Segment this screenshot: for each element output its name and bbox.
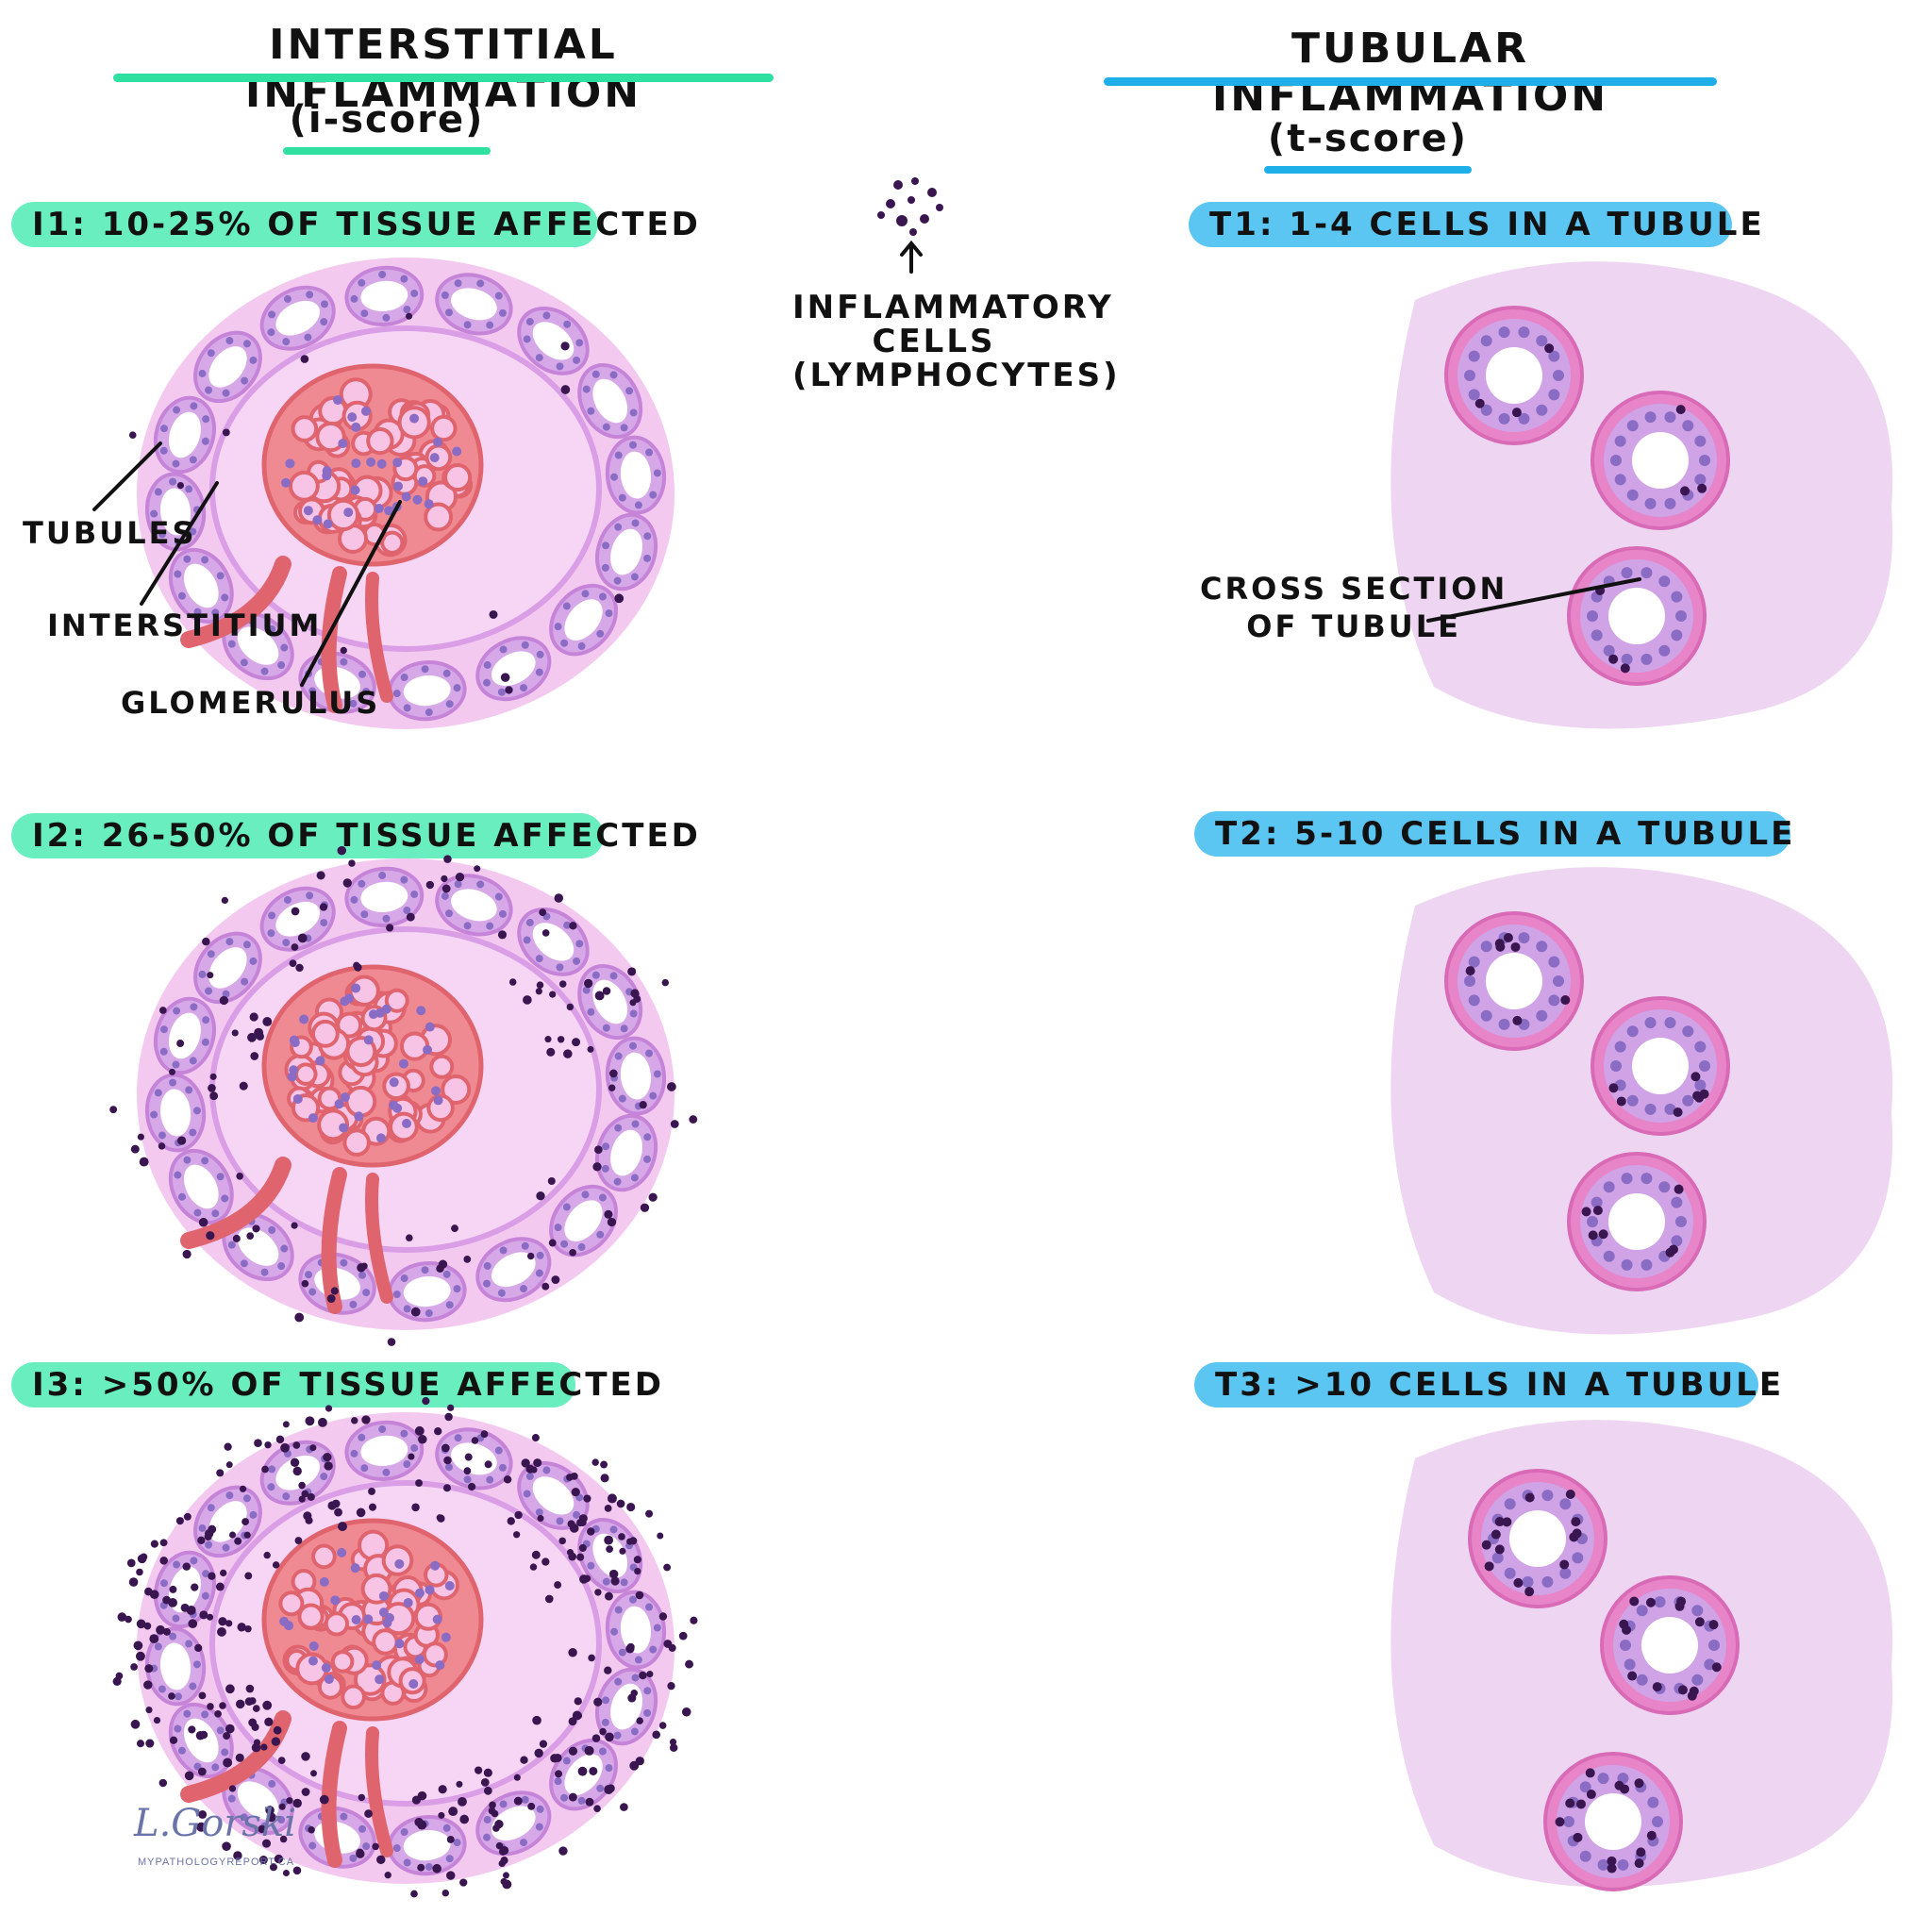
tubule	[577, 362, 643, 440]
right-title-underline	[1104, 77, 1717, 86]
tubule	[259, 285, 336, 351]
tubule	[435, 874, 513, 937]
left-subtitle-text: (i-score)	[289, 98, 485, 142]
tubule-cross-section	[1567, 1152, 1707, 1291]
tubule-cross-section	[1543, 1752, 1683, 1891]
lymphocyte-legend-icon	[877, 177, 943, 274]
right-subtitle-underline	[1264, 166, 1472, 174]
cross-section-line2: of tubule	[1246, 608, 1461, 644]
tubule	[259, 886, 336, 952]
i2-illustration	[109, 845, 698, 1346]
glomerulus	[180, 363, 484, 713]
tubule	[605, 435, 667, 515]
tubule	[153, 1550, 216, 1629]
tubule-cross-section	[1591, 391, 1730, 530]
tubule-cross-section	[1567, 546, 1707, 686]
tubule-cross-section	[1444, 306, 1584, 445]
tubule	[193, 931, 262, 1005]
tubule	[595, 1113, 658, 1192]
i3-label: i3: >50% of tissue affected	[11, 1362, 661, 1407]
legend-line1: Inflammatory	[792, 289, 1114, 326]
right-subtitle-text: (t-score)	[1267, 117, 1469, 160]
t3-illustration	[1391, 1420, 1893, 1891]
left-title-underline	[113, 74, 774, 82]
tubule	[153, 996, 216, 1075]
t2-illustration	[1391, 867, 1893, 1335]
glomerulus	[180, 1518, 484, 1868]
tubule	[577, 1517, 643, 1594]
lymphocytes	[128, 312, 625, 694]
tubule	[222, 1212, 294, 1282]
tubule	[605, 1036, 667, 1116]
t3-label: t3: >10 cells in a tubule	[1194, 1362, 1781, 1407]
left-subtitle-underline	[283, 147, 491, 155]
tubule-cross-section	[1444, 911, 1584, 1051]
tubule-cross-section	[1600, 1575, 1740, 1715]
i2-label: i2: 26-50% of tissue affected	[11, 813, 698, 858]
cross-section-line	[1426, 577, 1641, 623]
tubule-cross-section	[1468, 1469, 1607, 1608]
tubules-annotation: Tubules	[23, 515, 197, 551]
tubule	[153, 395, 216, 475]
t2-label: t2: 5-10 cells in a tubule	[1194, 811, 1792, 857]
lymphocytes	[109, 845, 698, 1346]
tubule	[595, 512, 658, 591]
right-subtitle: (t-score)	[1264, 117, 1472, 174]
legend-line3: (lymphocytes)	[792, 357, 1121, 394]
tubule	[435, 1427, 513, 1491]
tubule	[144, 472, 207, 552]
t1-label: t1: 1-4 cells in a tubule	[1189, 202, 1762, 247]
left-subtitle: (i-score)	[283, 98, 491, 155]
right-title-text: Tubular inflammation	[1211, 25, 1609, 121]
tubule	[168, 1148, 234, 1225]
t1-illustration	[1391, 261, 1893, 729]
glomerulus	[180, 964, 484, 1314]
tubule	[193, 1485, 262, 1558]
tubule	[168, 547, 234, 625]
left-title: Interstitial inflammation	[113, 21, 774, 117]
left-annotation-lines	[92, 441, 402, 687]
i3-illustration	[112, 1396, 698, 1898]
tubule	[387, 1814, 467, 1876]
tubule	[193, 330, 262, 404]
tubule	[144, 1626, 207, 1707]
tubule-cross-section	[1591, 996, 1730, 1136]
tubule	[344, 1420, 425, 1482]
legend-line2: cells	[872, 323, 996, 360]
cross-section-line1: Cross section	[1200, 571, 1508, 607]
tubule	[387, 659, 467, 722]
glomerulus-annotation: Glomerulus	[121, 685, 381, 721]
interstitium-annotation: Interstitium	[47, 608, 323, 643]
tubule	[595, 1667, 658, 1746]
i1-label: i1: 10-25% of tissue affected	[11, 202, 698, 247]
tubule	[387, 1260, 467, 1323]
tubule	[517, 306, 590, 375]
signature-url: MYPATHOLOGYREPORT.CA	[138, 1857, 295, 1868]
right-title: Tubular inflammation	[1104, 25, 1717, 121]
arrow-up-icon	[900, 240, 923, 274]
tubule	[344, 265, 425, 327]
lymphocytes	[112, 1396, 698, 1898]
cross-section-annotation: Cross section of tubule	[1200, 570, 1507, 645]
legend-label: Inflammatory cells (lymphocytes)	[792, 289, 1121, 394]
tubule	[549, 583, 618, 657]
tubule	[344, 866, 425, 928]
tubule	[605, 1590, 667, 1670]
tubule	[435, 273, 513, 336]
artist-signature: L.Gorski	[134, 1802, 296, 1845]
tubule	[577, 963, 643, 1041]
